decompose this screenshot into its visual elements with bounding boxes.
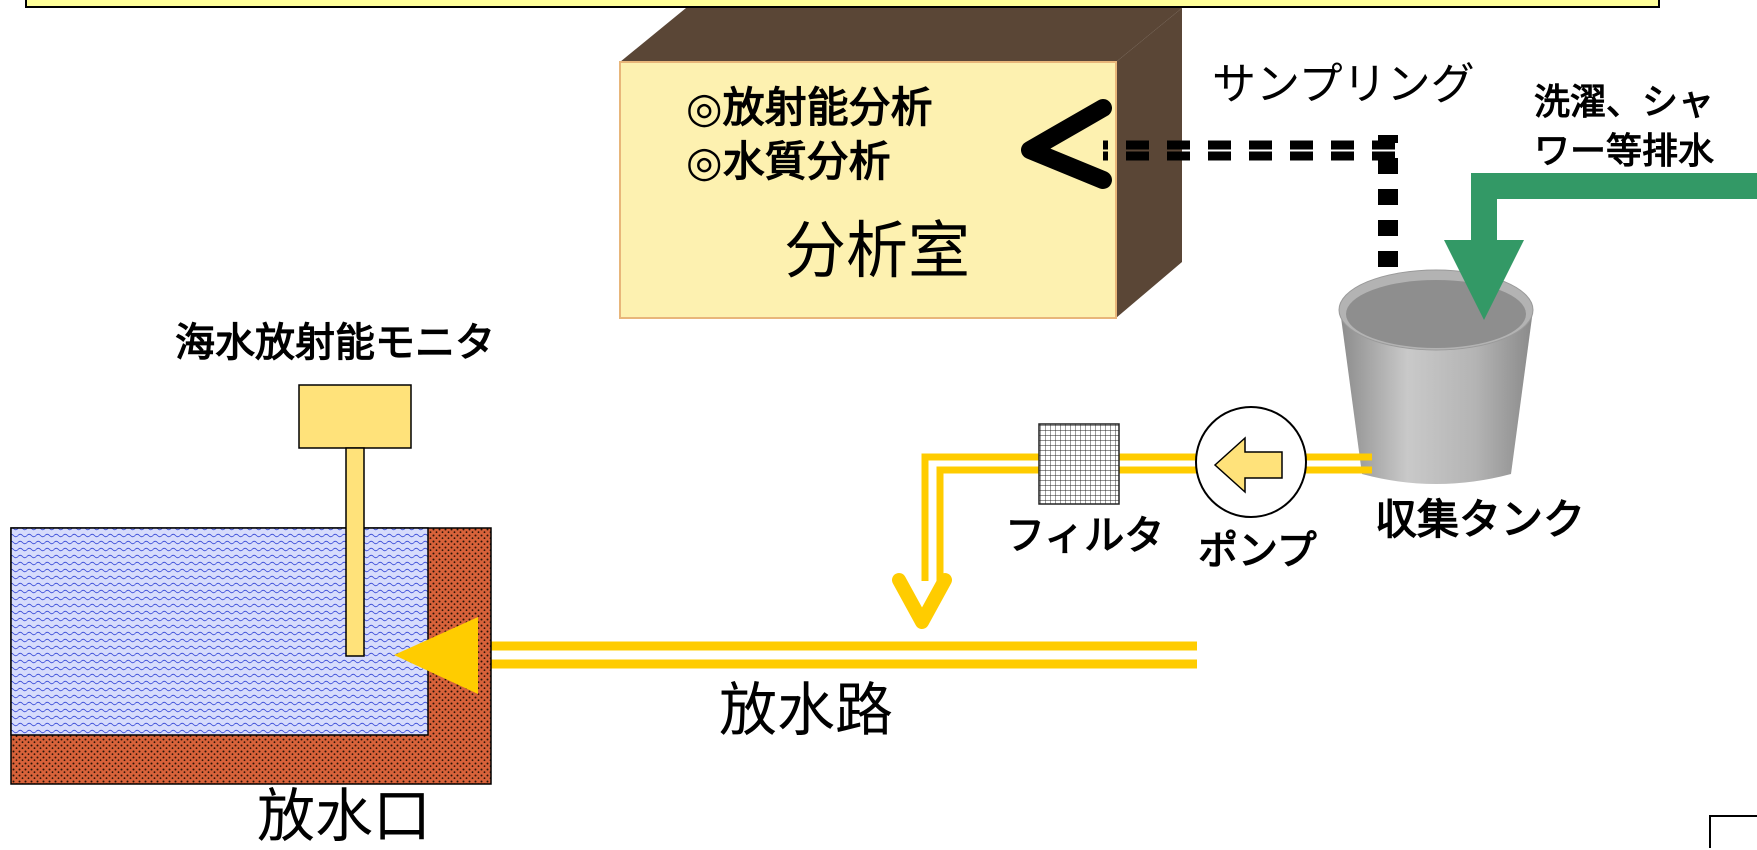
drain-label-line2: ワー等排水 (1534, 131, 1715, 172)
lab-name: 分析室 (784, 214, 971, 287)
sampling-line (1021, 99, 1398, 267)
monitor-label: 海水放射能モニタ (175, 320, 495, 366)
pipe-down-arrowhead (892, 573, 952, 629)
outlet-arrowhead (394, 617, 478, 694)
page-number-corner (1709, 815, 1757, 848)
lab-item-radioactivity: ◎放射能分析 (686, 83, 933, 132)
lab-item-water-quality: ◎水質分析 (686, 137, 891, 186)
tank-label: 収集タンク (1375, 495, 1586, 544)
collection-tank (1338, 269, 1534, 484)
outlet-label: 放水口 (257, 782, 432, 850)
drain-label-line1: 洗濯、シャ (1534, 82, 1715, 123)
channel-label: 放水路 (719, 676, 894, 744)
seawater-monitor (298, 384, 412, 657)
drain-arrow (1444, 173, 1757, 320)
sampling-arrowhead (1021, 99, 1112, 189)
top-banner (25, 0, 1660, 8)
filter-mesh (1038, 423, 1120, 505)
analysis-room-box (619, 8, 1182, 319)
pump (1195, 406, 1307, 518)
sampling-label: サンプリング (1212, 59, 1475, 110)
filter-label: フィルタ (1005, 513, 1165, 559)
pump-label: ポンプ (1198, 528, 1317, 574)
